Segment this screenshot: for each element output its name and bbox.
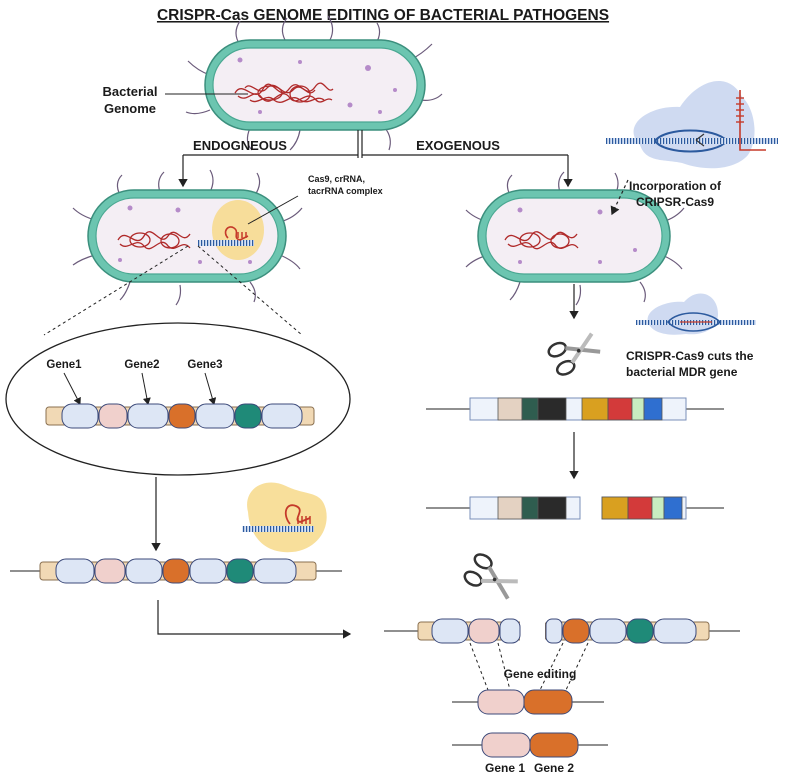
top-bacterium bbox=[185, 15, 443, 151]
gene-strand-zoom bbox=[45, 403, 315, 429]
cuts-label-2: bacterial MDR gene bbox=[626, 365, 738, 379]
mdr-gene-strand bbox=[426, 397, 724, 421]
complex-label: Cas9, crRNA, bbox=[308, 174, 365, 184]
gene-editing-label: Gene editing bbox=[504, 667, 577, 681]
bacterial-genome-label: Bacterial bbox=[103, 84, 158, 99]
gene-strand-right-cut bbox=[384, 615, 740, 647]
incorporation-label: Incorporation of bbox=[629, 179, 722, 193]
gene3-label: Gene3 bbox=[187, 359, 222, 371]
gene-zoom-ellipse bbox=[5, 322, 351, 476]
diagram-title: CRISPR-Cas GENOME EDITING OF BACTERIAL P… bbox=[157, 7, 609, 24]
final-gene1-label: Gene 1 bbox=[485, 761, 525, 775]
endogenous-label: ENDOGNEOUS bbox=[193, 138, 287, 153]
exogenous-label: EXOGENOUS bbox=[416, 138, 500, 153]
bacterial-genome-label-2: Genome bbox=[104, 101, 156, 116]
final-gene2-label: Gene 2 bbox=[534, 761, 574, 775]
scissors-icon-2 bbox=[463, 553, 518, 600]
gene1-label: Gene1 bbox=[46, 359, 82, 371]
complex-label-2: tacrRNA complex bbox=[308, 186, 383, 196]
crispr-plasmid-top bbox=[606, 80, 778, 169]
incorporation-label-2: CRIPSR-Cas9 bbox=[636, 195, 714, 209]
mdr-gene-strand-cut bbox=[426, 496, 724, 520]
gene-strand-left-lower bbox=[10, 558, 342, 584]
crispr-plasmid-small bbox=[636, 293, 756, 335]
edited-genes-1 bbox=[452, 689, 604, 715]
gene2-label: Gene2 bbox=[124, 359, 159, 371]
edited-genes-2 bbox=[452, 732, 608, 758]
dna-tangle bbox=[234, 82, 334, 103]
scissors-icon bbox=[547, 332, 601, 376]
left-bacterium bbox=[72, 169, 303, 306]
cas9-complex-left bbox=[242, 482, 327, 553]
right-bacterium bbox=[465, 171, 685, 306]
cuts-label: CRISPR-Cas9 cuts the bbox=[626, 349, 754, 363]
